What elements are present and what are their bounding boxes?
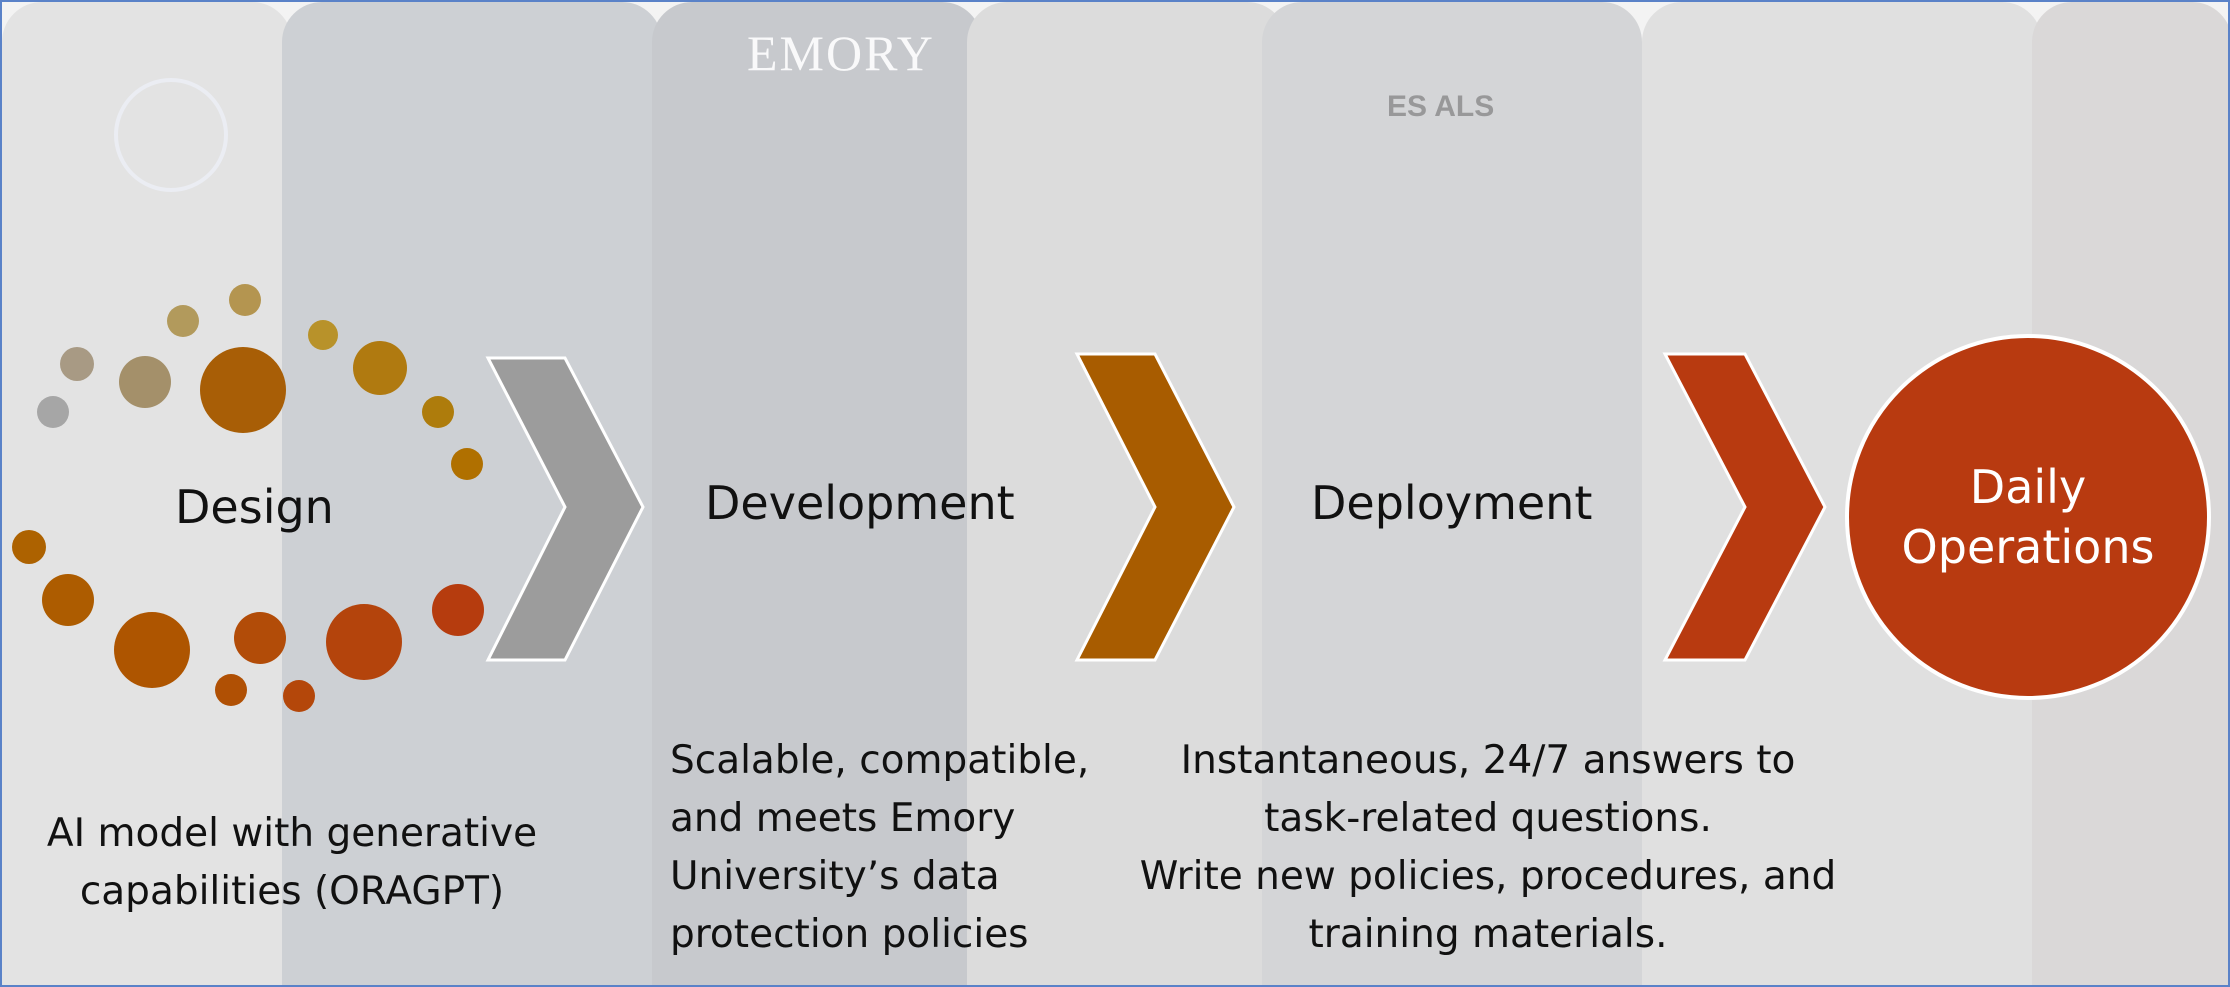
- development-description: Scalable, compatible, and meets Emory Un…: [670, 732, 1110, 964]
- dot: [60, 347, 94, 381]
- dot: [451, 448, 483, 480]
- deployment-description-line: training materials.: [1308, 912, 1668, 957]
- development-description-line: and meets Emory: [670, 796, 1016, 841]
- dot: [326, 604, 402, 680]
- dot: [114, 612, 190, 688]
- dot: [215, 674, 247, 706]
- dot: [234, 612, 286, 664]
- dot: [432, 584, 484, 636]
- dot: [37, 396, 69, 428]
- shirt-logo-text: EMORY: [747, 25, 935, 81]
- dot: [119, 356, 171, 408]
- shirt-print-text: ES ALS: [1387, 90, 1495, 123]
- final-stage-label-line: Operations: [1901, 520, 2155, 574]
- dot: [353, 341, 407, 395]
- chevron-arrow-3: [1662, 352, 1827, 662]
- stage-label-deployment: Deployment: [1311, 476, 1593, 530]
- chevron-arrow-1: [485, 356, 645, 662]
- deployment-description-line: Write new policies, procedures, and: [1139, 854, 1837, 899]
- daily-operations-circle: Daily Operations: [1845, 334, 2211, 700]
- dot: [167, 305, 199, 337]
- deployment-description-line: Instantaneous, 24/7 answers to: [1180, 738, 1796, 783]
- dot: [12, 530, 46, 564]
- stage-label-development: Development: [705, 476, 1015, 530]
- design-description-line: capabilities (ORAGPT): [79, 869, 505, 914]
- final-stage-label-line: Daily: [1969, 460, 2087, 514]
- development-description-line: Scalable, compatible,: [670, 738, 1090, 783]
- design-description: AI model with generative capabilities (O…: [32, 805, 552, 921]
- dot: [42, 574, 94, 626]
- development-description-line: University’s data: [670, 854, 1000, 899]
- dot: [308, 320, 338, 350]
- design-description-line: AI model with generative: [46, 811, 538, 856]
- dot: [229, 284, 261, 316]
- deployment-description-line: task-related questions.: [1264, 796, 1712, 841]
- stage-label-design: Design: [175, 480, 334, 534]
- dot: [200, 347, 286, 433]
- dot: [283, 680, 315, 712]
- development-description-line: protection policies: [670, 912, 1029, 957]
- deployment-description: Instantaneous, 24/7 answers to task-rela…: [1118, 732, 1858, 964]
- dot: [422, 396, 454, 428]
- chevron-arrow-2: [1074, 352, 1236, 662]
